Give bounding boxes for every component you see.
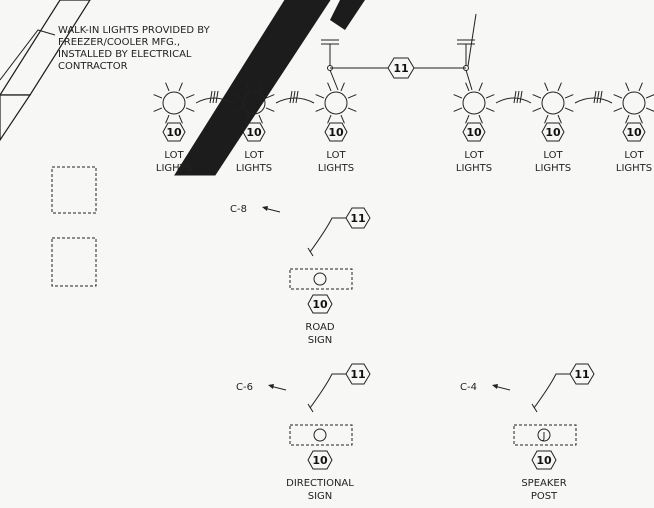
fixture-tag-label: 10: [166, 126, 182, 139]
fixture-tag-label: 10: [545, 126, 561, 139]
lot-light-fixture-icon: [153, 82, 195, 124]
lot-light-fixture-icon: [233, 82, 275, 124]
lot-light-fixture-icon: [613, 82, 654, 124]
note-line: INSTALLED BY ELECTRICAL: [58, 49, 192, 60]
lot-light-label: LOT: [326, 150, 346, 161]
note-line: WALK-IN LIGHTS PROVIDED BY: [58, 25, 211, 36]
device-label: SIGN: [308, 335, 333, 346]
note-leader: [0, 29, 56, 81]
fixture-tag: 10: [162, 122, 186, 142]
circuit-tag-label: 11: [350, 212, 365, 225]
lot-light-fixture-icon: [453, 82, 495, 124]
fixture-tag: 10: [242, 122, 266, 142]
junction-icon: [313, 272, 327, 286]
circuit-tag-label: 11: [350, 368, 365, 381]
lot-light-fixture-icon: [532, 82, 574, 124]
fixture-tag: 10: [307, 450, 333, 470]
fixture-tag-label: 10: [536, 454, 552, 467]
conduit-line: [309, 217, 346, 253]
lot-light-label: LOT: [543, 150, 563, 161]
lot-light-label: LIGHTS: [236, 163, 272, 174]
fixture-tag: 10: [462, 122, 486, 142]
watermark-stroke: [174, 0, 331, 176]
circuit-tag-label: 11: [393, 62, 408, 75]
device-box: [289, 268, 353, 290]
wire-run: [574, 90, 613, 104]
circuit-tag: 11: [345, 207, 371, 229]
lot-light-label: LIGHTS: [318, 163, 354, 174]
circuit-11-feed: 11: [321, 13, 477, 91]
device-box: [513, 424, 577, 446]
circuit-number: C-8: [230, 204, 247, 215]
conduit-line: [309, 373, 346, 409]
junction-symbol: J: [542, 431, 546, 442]
junction-icon: [537, 428, 551, 442]
lot-light-label: LIGHTS: [456, 163, 492, 174]
fixture-tag-label: 10: [312, 454, 328, 467]
circuit-number: C-4: [460, 382, 477, 393]
device-label: ROAD: [305, 322, 334, 333]
wire-run: [275, 90, 315, 104]
watermark-stroke: [330, 0, 365, 30]
walk-in-note: WALK-IN LIGHTS PROVIDED BY FREEZER/COOLE…: [0, 25, 211, 81]
fixture-tag-label: 10: [246, 126, 262, 139]
fixture-tag-label: 10: [312, 298, 328, 311]
lot-light-label: LOT: [164, 150, 184, 161]
device-box: [289, 424, 353, 446]
circuit-tag: 11: [387, 57, 415, 79]
fixture-tag: 10: [324, 122, 348, 142]
fixture-tag: 10: [541, 122, 565, 142]
wire-run: [195, 90, 233, 104]
device-label: DIRECTIONAL: [286, 478, 354, 489]
device-label: SIGN: [308, 491, 333, 502]
watermark: [0, 0, 365, 176]
lot-light-label: LOT: [244, 150, 264, 161]
conduit-line: [533, 373, 570, 409]
lot-light-label: LIGHTS: [156, 163, 192, 174]
watermark-stroke: [0, 94, 32, 142]
fixture-tag-label: 10: [328, 126, 344, 139]
fixture-tag-label: 10: [466, 126, 482, 139]
junction-icon: [313, 428, 327, 442]
device-label: POST: [531, 491, 558, 502]
device-label: SPEAKER: [521, 478, 566, 489]
lot-light-label: LOT: [624, 150, 644, 161]
lot-light-label: LOT: [464, 150, 484, 161]
circuit-number: C-6: [236, 382, 253, 393]
circuit-tag-label: 11: [574, 368, 589, 381]
wire-run: [495, 90, 532, 104]
lot-light-label: LIGHTS: [616, 163, 652, 174]
devices: C-81110ROADSIGNC-61110DIRECTIONALSIGNC-4…: [230, 204, 595, 502]
circuit-tag: 11: [569, 363, 595, 385]
note-line: CONTRACTOR: [58, 61, 128, 72]
circuit-tag: 11: [345, 363, 371, 385]
lot-light-fixture-icon: [315, 82, 357, 124]
fixture-tag: 10: [531, 450, 557, 470]
fixture-tag: 10: [307, 294, 333, 314]
lot-light-label: LIGHTS: [535, 163, 571, 174]
walk-in-box: [51, 237, 97, 287]
fixture-tag-label: 10: [626, 126, 642, 139]
walk-in-box: [51, 166, 97, 214]
note-line: FREEZER/COOLER MFG.,: [58, 37, 180, 48]
fixture-tag: 10: [622, 122, 646, 142]
